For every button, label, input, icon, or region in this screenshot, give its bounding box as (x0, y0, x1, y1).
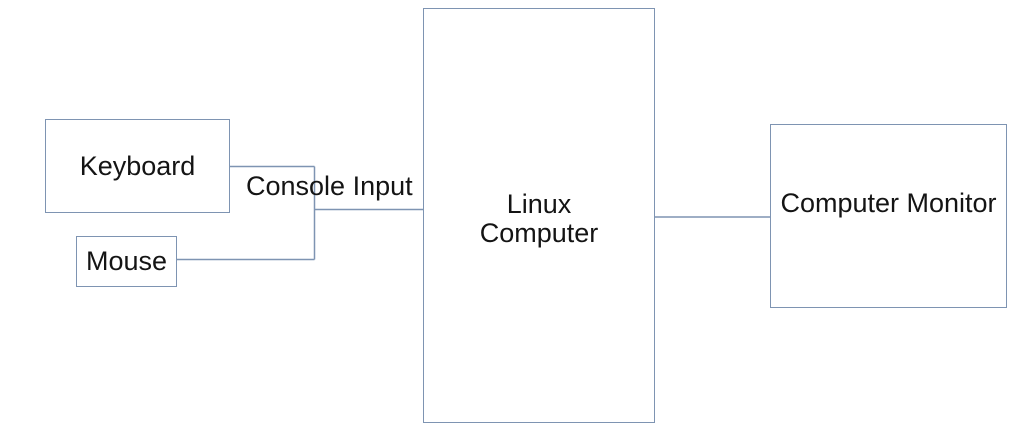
computer-monitor-node: Computer Monitor (770, 124, 1007, 308)
mouse-node-label: Mouse (85, 246, 168, 277)
console-input-label: Console Input (246, 171, 413, 201)
keyboard-node-label: Keyboard (79, 150, 196, 181)
linux-computer-node-label: Linux Computer (479, 189, 599, 248)
computer-monitor-node-label: Computer Monitor (780, 187, 997, 218)
mouse-node: Mouse (76, 236, 177, 287)
linux-computer-node: Linux Computer (423, 8, 655, 423)
keyboard-node: Keyboard (45, 119, 230, 213)
